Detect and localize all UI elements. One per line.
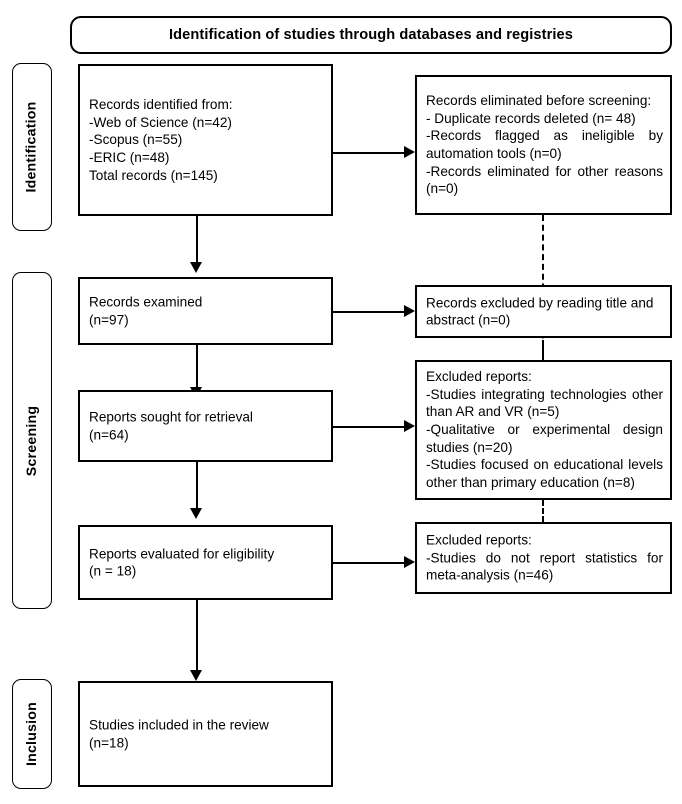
box-records-eliminated-text: Records eliminated before screening: - D… xyxy=(426,92,663,197)
stage-label-inclusion: Inclusion xyxy=(12,679,52,789)
box-studies-included-text: Studies included in the review (n=18) xyxy=(89,717,269,750)
arrow-evaluated-to-excluded-line xyxy=(333,562,404,564)
box-reports-sought: Reports sought for retrieval (n=64) xyxy=(78,390,333,462)
box-records-excluded-title-abstract: Records excluded by reading title and ab… xyxy=(415,285,672,338)
arrow-evaluated-to-included-head xyxy=(190,670,202,681)
box-reports-evaluated: Reports evaluated for eligibility (n = 1… xyxy=(78,525,333,600)
stage-label-identification-text: Identification xyxy=(24,101,41,193)
stage-label-screening: Screening xyxy=(12,272,52,609)
arrow-identified-to-eliminated-line xyxy=(333,152,404,154)
box-records-eliminated: Records eliminated before screening: - D… xyxy=(415,75,672,215)
arrow-identified-to-examined-head xyxy=(190,262,202,273)
box-records-identified: Records identified from: -Web of Science… xyxy=(78,64,333,216)
arrow-identified-to-eliminated-head xyxy=(404,146,415,158)
box-reports-sought-text: Reports sought for retrieval (n=64) xyxy=(89,409,253,442)
arrow-sought-to-evaluated-line xyxy=(196,462,198,510)
arrow-sought-to-excluded-line xyxy=(333,426,404,428)
box-excluded-reports-screening: Excluded reports: -Studies integrating t… xyxy=(415,360,672,500)
dashed-connector-lower xyxy=(542,500,544,522)
box-records-examined: Records examined (n=97) xyxy=(78,277,333,345)
stage-label-inclusion-text: Inclusion xyxy=(24,701,41,767)
box-excluded-reports-eligibility-text: Excluded reports: -Studies do not report… xyxy=(426,532,663,583)
box-reports-evaluated-text: Reports evaluated for eligibility (n = 1… xyxy=(89,545,275,579)
box-studies-included: Studies included in the review (n=18) xyxy=(78,681,333,787)
arrow-sought-to-evaluated-head xyxy=(190,508,202,519)
arrow-examined-to-excluded-head xyxy=(404,305,415,317)
arrow-evaluated-to-included-line xyxy=(196,600,198,672)
box-records-examined-text: Records examined (n=97) xyxy=(89,294,203,327)
arrow-sought-to-excluded-head xyxy=(404,420,415,432)
arrow-examined-to-excluded-line xyxy=(333,311,404,313)
arrow-identified-to-examined-line xyxy=(196,216,198,264)
diagram-title: Identification of studies through databa… xyxy=(169,27,573,43)
stage-label-identification: Identification xyxy=(12,63,52,231)
arrow-examined-to-sought-line xyxy=(196,345,198,389)
arrow-evaluated-to-excluded-head xyxy=(404,556,415,568)
box-excluded-reports-eligibility: Excluded reports: -Studies do not report… xyxy=(415,522,672,594)
diagram-title-box: Identification of studies through databa… xyxy=(70,16,672,54)
box-excluded-reports-screening-text: Excluded reports: -Studies integrating t… xyxy=(426,369,663,491)
box-records-excluded-title-abstract-text: Records excluded by reading title and ab… xyxy=(426,294,654,328)
box-records-identified-text: Records identified from: -Web of Science… xyxy=(89,96,233,183)
stage-label-screening-text: Screening xyxy=(24,405,40,476)
dashed-connector-mid xyxy=(542,340,544,360)
